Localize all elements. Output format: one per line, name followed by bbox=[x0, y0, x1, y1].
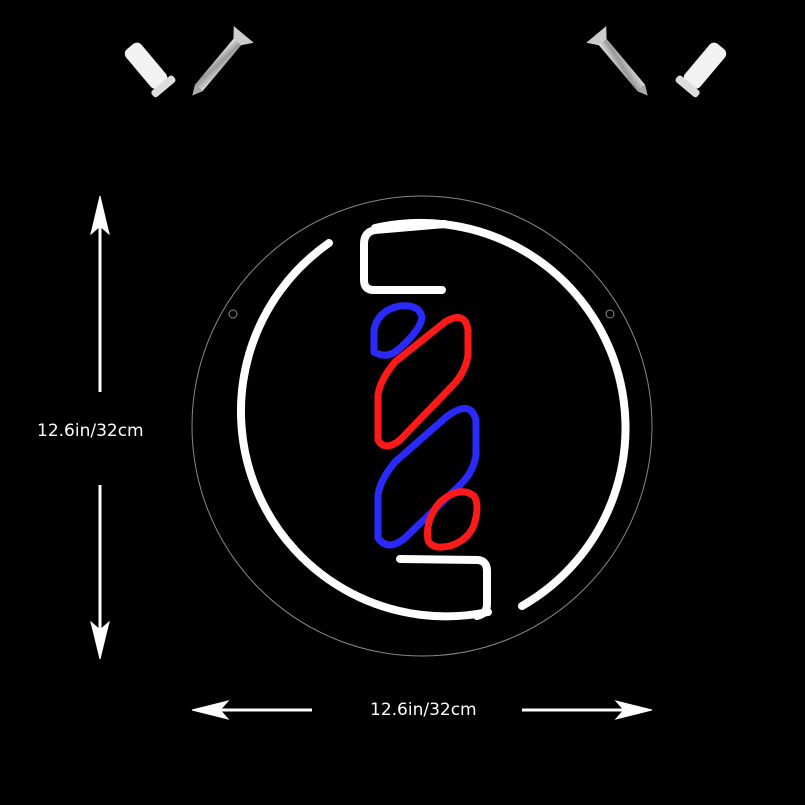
blue-stripe-long bbox=[374, 405, 480, 549]
blue-stripe-top bbox=[370, 302, 426, 359]
red-stripe-long bbox=[374, 314, 472, 450]
width-label: 12.6in/32cm bbox=[370, 700, 477, 720]
acrylic-backing bbox=[191, 195, 653, 657]
arrow-head-left bbox=[191, 700, 230, 720]
pole-bottom-cap bbox=[396, 555, 491, 620]
mount-hole bbox=[605, 309, 615, 319]
wall-anchor-icon bbox=[124, 42, 176, 98]
neon-ring-right bbox=[371, 218, 630, 610]
mount-hole bbox=[228, 309, 238, 319]
arrow-head-up bbox=[90, 195, 110, 236]
arrow-head-right bbox=[614, 700, 653, 720]
screw-icon bbox=[192, 26, 254, 96]
neon-ring-left bbox=[236, 239, 492, 621]
screw-icon bbox=[586, 26, 648, 96]
pole-top-cap bbox=[360, 220, 449, 294]
arrow-head-down bbox=[90, 620, 110, 660]
red-stripe-bottom bbox=[424, 488, 481, 551]
height-label: 12.6in/32cm bbox=[37, 421, 144, 441]
wall-anchor-icon bbox=[675, 42, 727, 98]
